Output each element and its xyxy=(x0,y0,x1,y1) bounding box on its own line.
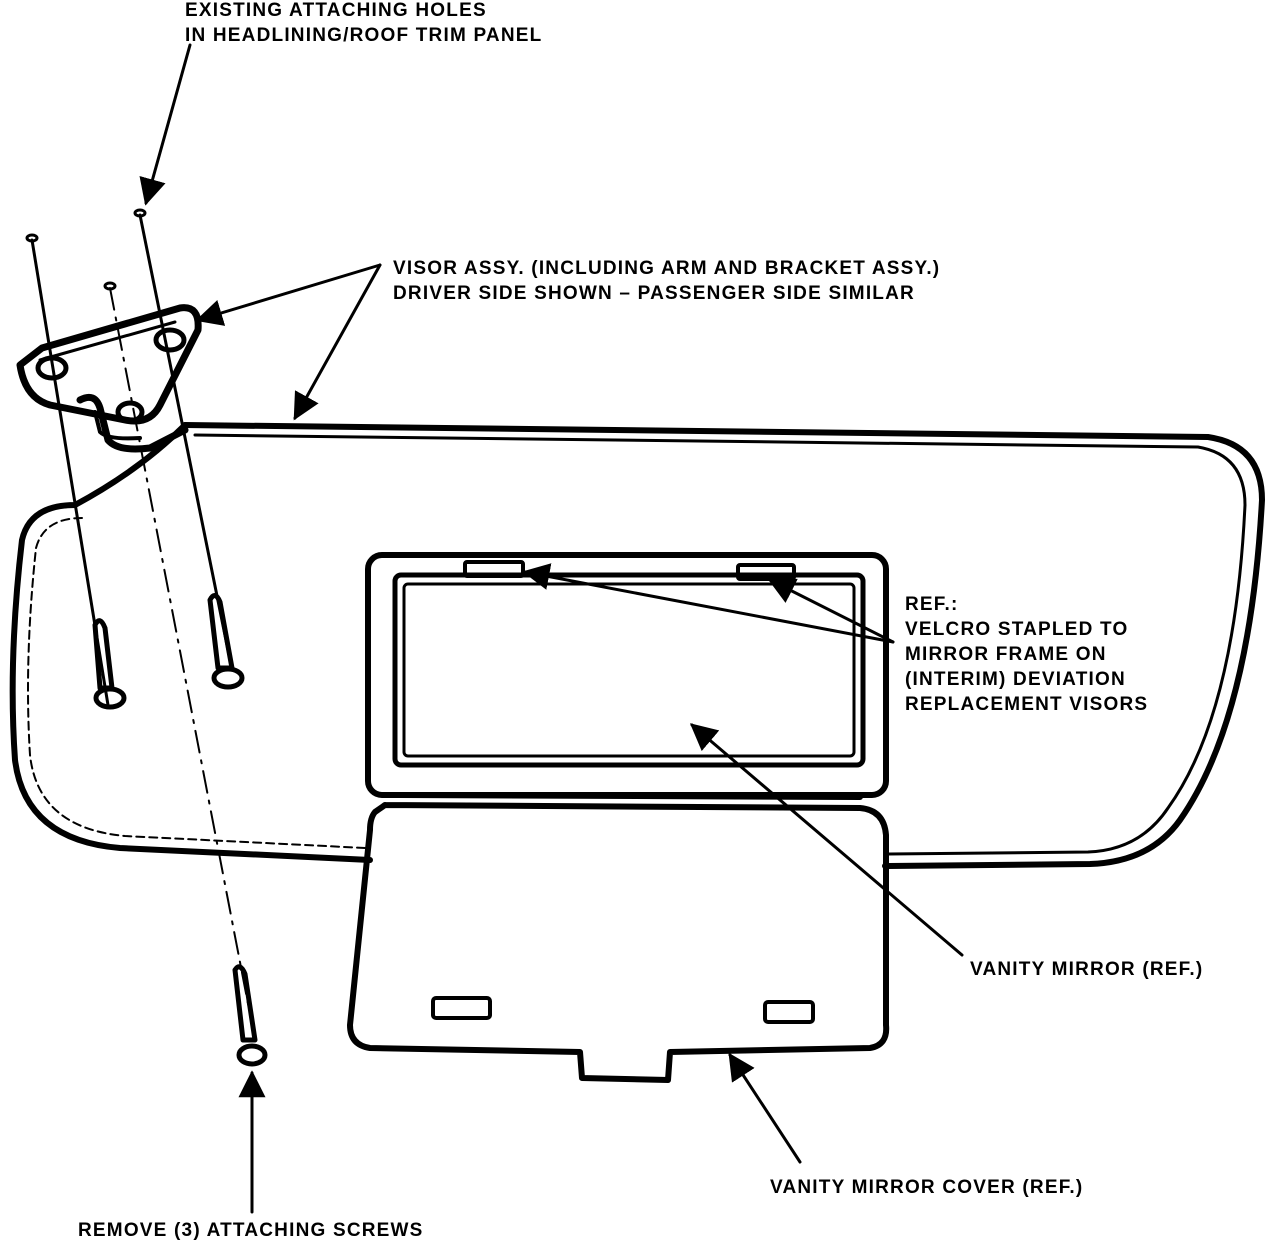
label-line: VISOR ASSY. (INCLUDING ARM AND BRACKET A… xyxy=(393,258,941,279)
screw-left xyxy=(92,618,127,710)
label-remove-screws: REMOVE (3) ATTACHING SCREWS xyxy=(78,1220,424,1241)
cover-tab-left xyxy=(431,996,492,1020)
screw-middle xyxy=(207,593,245,690)
label-line: IN HEADLINING/ROOF TRIM PANEL xyxy=(185,25,543,46)
label-line: DRIVER SIDE SHOWN – PASSENGER SIDE SIMIL… xyxy=(393,283,915,304)
screw-bottom xyxy=(232,964,268,1067)
label-line: (INTERIM) DEVIATION xyxy=(905,669,1126,690)
hole-marker xyxy=(25,233,39,243)
visor-body xyxy=(9,422,1265,869)
mirror-leader xyxy=(689,723,964,957)
label-vanity-mirror: VANITY MIRROR (REF.) xyxy=(970,959,1204,980)
hole-marker xyxy=(133,208,147,218)
cover-leader xyxy=(728,1052,802,1164)
label-vanity-cover: VANITY MIRROR COVER (REF.) xyxy=(770,1177,1084,1198)
velcro-tab-right xyxy=(736,563,796,581)
bracket xyxy=(16,304,202,453)
label-line: REF.: xyxy=(905,594,959,615)
label-velcro-ref: REF.: VELCRO STAPLED TO MIRROR FRAME ON … xyxy=(905,592,1148,717)
label-line: VELCRO STAPLED TO xyxy=(905,619,1129,640)
hole-marker xyxy=(103,281,117,291)
mirror-cover xyxy=(347,792,890,1083)
leader-lines xyxy=(139,43,964,1214)
label-line: REPLACEMENT VISORS xyxy=(905,694,1149,715)
holes-leader xyxy=(139,43,192,206)
visor-leader-bracket xyxy=(195,263,382,326)
screws xyxy=(25,208,268,1067)
label-visor-assy: VISOR ASSY. (INCLUDING ARM AND BRACKET A… xyxy=(393,256,940,306)
label-existing-holes: EXISTING ATTACHING HOLES IN HEADLINING/R… xyxy=(185,0,542,48)
visor-leader-body xyxy=(293,263,382,421)
label-line: EXISTING ATTACHING HOLES xyxy=(185,0,487,21)
velcro-leader-right xyxy=(767,578,895,644)
cover-tab-right xyxy=(763,1000,815,1024)
velcro-leader-left xyxy=(522,563,895,644)
label-line: MIRROR FRAME ON xyxy=(905,644,1107,665)
